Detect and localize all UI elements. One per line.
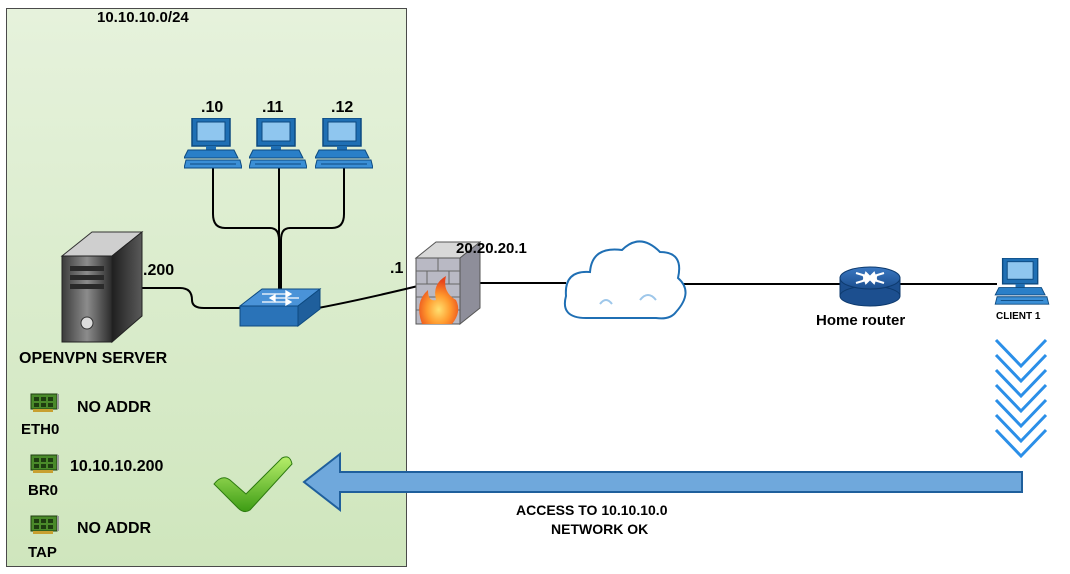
network-card-icon [30,393,60,413]
interface-address: 10.10.10.200 [70,458,164,475]
client-label: CLIENT 1 [996,311,1041,322]
public-ip-label: 20.20.20.1 [456,240,527,257]
interface-address: NO ADDR [77,399,152,416]
result-line-1: ACCESS TO 10.10.10.0 [516,502,668,518]
host-ip-label: .11 [262,99,284,116]
interface-name: ETH0 [21,421,60,438]
host-ip-label: .12 [331,99,354,116]
desktop-computer-icon [994,258,1050,305]
gateway-ip-label: .1 [390,260,404,277]
switch-icon [238,287,322,328]
result-line-2: NETWORK OK [551,521,649,537]
interface-name: TAP [28,544,57,561]
server-ip-label: .200 [143,262,175,279]
router-icon [839,266,901,307]
cloud-icon [564,240,687,320]
interface-address: NO ADDR [77,520,152,537]
green-checkmark-icon [213,456,293,513]
host-ip-label: .10 [201,99,224,116]
access-arrow [302,451,1023,513]
server-title: OPENVPN SERVER [19,350,168,367]
server-tower-icon [60,230,144,344]
network-card-icon [30,454,60,474]
interface-name: BR0 [28,482,59,499]
chevron-down-icon [994,338,1048,459]
home-router-label: Home router [816,312,906,329]
network-cables [140,165,997,309]
subnet-label: 10.10.10.0/24 [97,9,189,26]
network-card-icon [30,515,60,535]
firewall-icon [414,240,482,326]
